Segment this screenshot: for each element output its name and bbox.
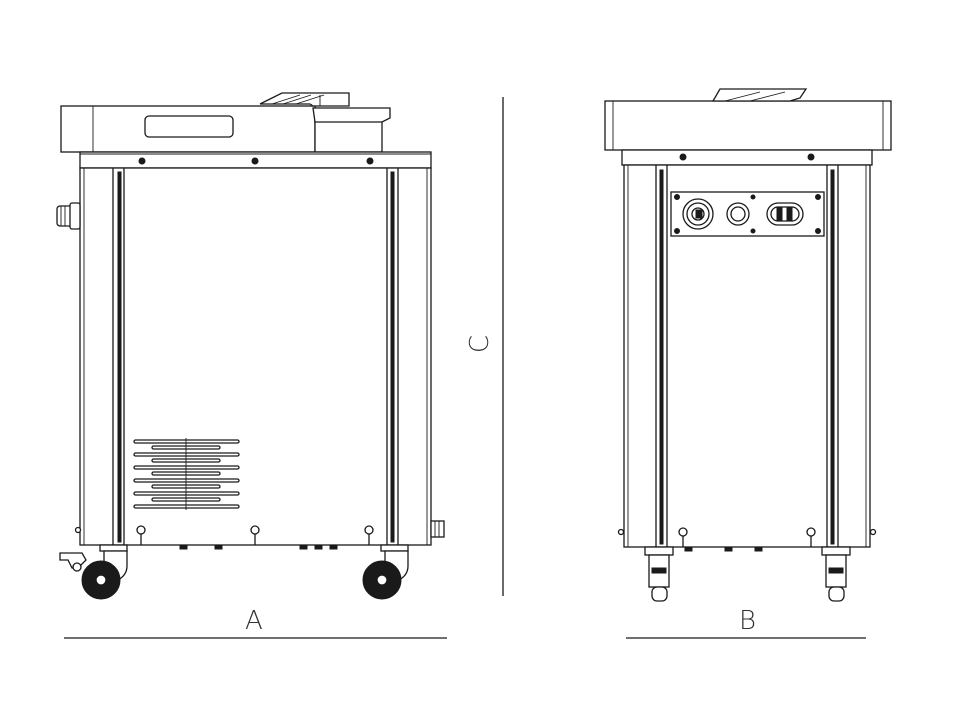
dimension-label-a: A	[245, 606, 263, 636]
side-view	[56, 92, 445, 600]
side-caster-right	[362, 544, 409, 600]
power-switch[interactable]	[766, 202, 804, 226]
front-lid	[604, 100, 892, 151]
front-view	[604, 88, 892, 602]
front-caster-left	[644, 546, 674, 602]
side-drain-fitting	[430, 520, 445, 538]
dimension-label-c: C	[465, 334, 496, 354]
front-bottom-bolts	[678, 527, 816, 552]
dimension-label-b: B	[739, 606, 757, 636]
side-knob	[56, 202, 81, 230]
side-caster-left	[59, 544, 128, 600]
front-top-rail	[621, 149, 873, 166]
front-lid-latch	[711, 88, 808, 102]
side-vent-grille	[133, 438, 240, 510]
side-body	[79, 167, 432, 546]
side-lid-handle	[144, 115, 234, 138]
side-bottom-bolts	[136, 525, 374, 550]
control-panel	[670, 191, 825, 237]
front-caster-right	[821, 546, 851, 602]
side-motor-housing	[314, 119, 383, 153]
timer-dial[interactable]	[682, 198, 714, 230]
side-lid-latch	[259, 92, 350, 107]
indicator-lamp	[726, 202, 750, 226]
